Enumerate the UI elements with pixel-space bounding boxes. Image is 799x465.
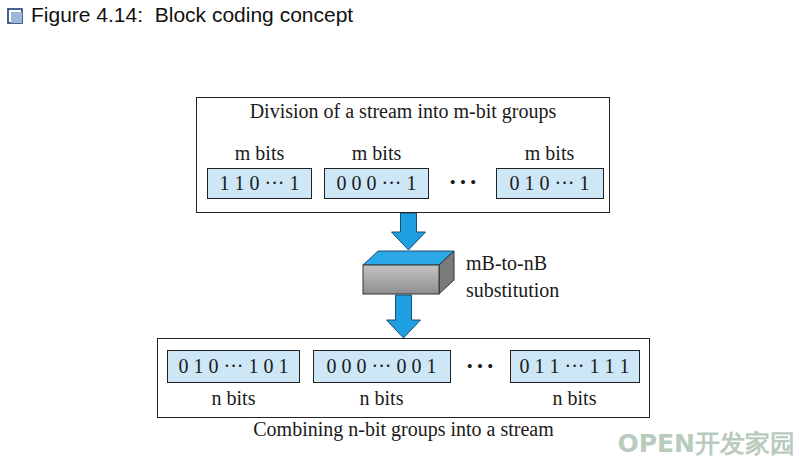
- block-label: mB-to-nB substitution: [466, 250, 584, 304]
- flow-arrow: [387, 295, 421, 338]
- flow-arrow: [392, 213, 426, 250]
- block-front: [363, 265, 439, 294]
- bit-group: 1 1 0 ··· 1 m bits: [207, 141, 312, 201]
- bit-box: 0 0 0 ··· 1: [324, 168, 429, 199]
- block-3d: [362, 250, 455, 295]
- group-panel: Division of a stream into m-bit groups 1 …: [196, 97, 610, 213]
- bit-count: m bits: [496, 142, 604, 165]
- bit-group: 0 0 0 ··· 0 0 1 n bits: [313, 350, 451, 410]
- watermark: OPEN开发家园: [617, 427, 795, 460]
- bit-count: n bits: [313, 387, 451, 410]
- figure-title: Figure 4.14: Block coding concept: [31, 3, 353, 27]
- bit-pattern: 0 1 0 ··· 1: [510, 172, 590, 194]
- panel-heading: Division of a stream into m-bit groups: [197, 100, 609, 123]
- bit-pattern: 0 1 0 ··· 1 0 1: [179, 355, 289, 377]
- bit-count: n bits: [167, 387, 300, 410]
- bit-count: m bits: [324, 142, 429, 165]
- bit-pattern: 0 1 1 ··· 1 1 1: [520, 355, 630, 377]
- bit-group: 0 1 0 ··· 1 0 1 n bits: [167, 350, 300, 410]
- bit-pattern: 0 0 0 ··· 1: [337, 172, 417, 194]
- block-top: [363, 251, 454, 265]
- bit-box: 0 1 0 ··· 1: [496, 168, 604, 199]
- bit-box: 0 1 0 ··· 1 0 1: [167, 350, 300, 383]
- bit-box: 0 1 1 ··· 1 1 1: [510, 350, 640, 383]
- ellipsis: • • •: [467, 357, 493, 377]
- bit-box: 0 0 0 ··· 0 0 1: [313, 350, 451, 383]
- bit-group: 0 1 0 ··· 1 m bits: [496, 141, 604, 201]
- bit-count: n bits: [510, 387, 640, 410]
- title-bullet: [8, 9, 22, 23]
- ellipsis: • • •: [450, 173, 476, 193]
- title-bullet-shade: [11, 12, 22, 23]
- substitution-block: mB-to-nB substitution: [362, 250, 455, 295]
- bit-group: 0 0 0 ··· 1 m bits: [324, 141, 429, 201]
- panel-caption: Combining n-bit groups into a stream: [158, 418, 649, 441]
- block-side: [439, 251, 454, 294]
- bit-pattern: 1 1 0 ··· 1: [220, 172, 300, 194]
- bit-pattern: 0 0 0 ··· 0 0 1: [327, 355, 437, 377]
- stream-panel: Combining n-bit groups into a stream0 1 …: [157, 338, 650, 418]
- bit-count: m bits: [207, 142, 312, 165]
- bit-group: 0 1 1 ··· 1 1 1 n bits: [510, 350, 640, 410]
- bit-box: 1 1 0 ··· 1: [207, 168, 312, 199]
